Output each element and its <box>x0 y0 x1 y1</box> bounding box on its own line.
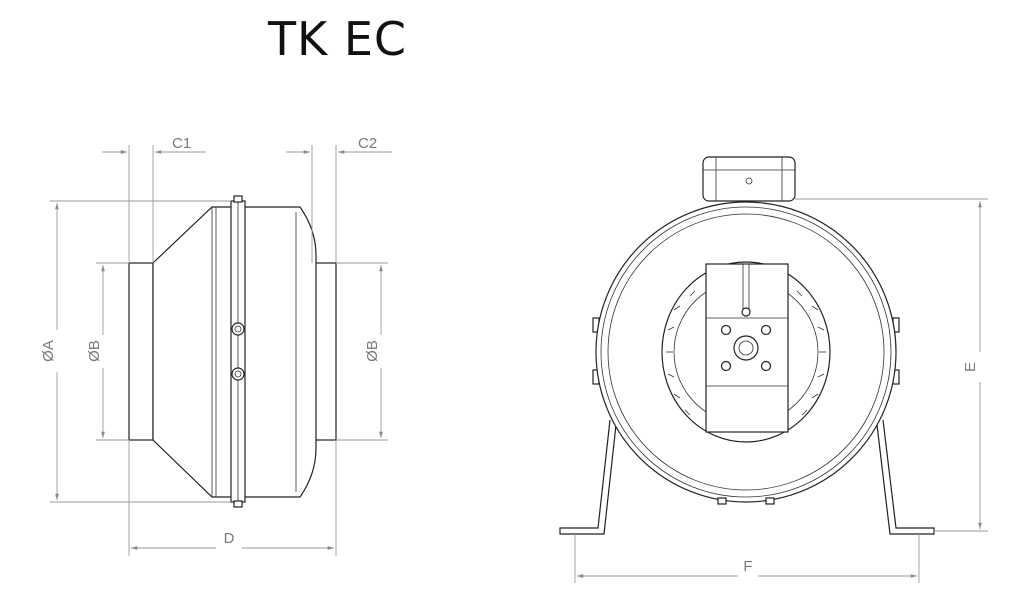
screw-icon <box>720 360 732 372</box>
bolt-icon <box>231 367 245 381</box>
screw-icon <box>720 324 732 336</box>
dim-c1-label: C1 <box>172 135 191 152</box>
drawing-title: TK EC <box>267 12 408 66</box>
side-view: C1 C2 ØA ØB ØB D <box>40 135 392 556</box>
dim-d-label: D <box>224 530 235 547</box>
dim-f-label: F <box>743 558 752 575</box>
screw-icon <box>760 360 772 372</box>
dim-b-right-label: ØB <box>364 340 381 362</box>
inlet-collar <box>128 262 154 441</box>
dim-c2-label: C2 <box>358 135 377 152</box>
support-leg-right <box>876 419 935 535</box>
front-view: E F <box>559 156 988 583</box>
support-leg-left <box>559 419 617 535</box>
dim-e-label: E <box>962 362 979 372</box>
dim-b-left-label: ØB <box>86 340 103 362</box>
dim-a-label: ØA <box>40 340 57 362</box>
bolt-icon <box>231 322 245 336</box>
motor-hub <box>733 335 759 361</box>
terminal-box <box>702 156 796 202</box>
screw-icon <box>760 324 772 336</box>
